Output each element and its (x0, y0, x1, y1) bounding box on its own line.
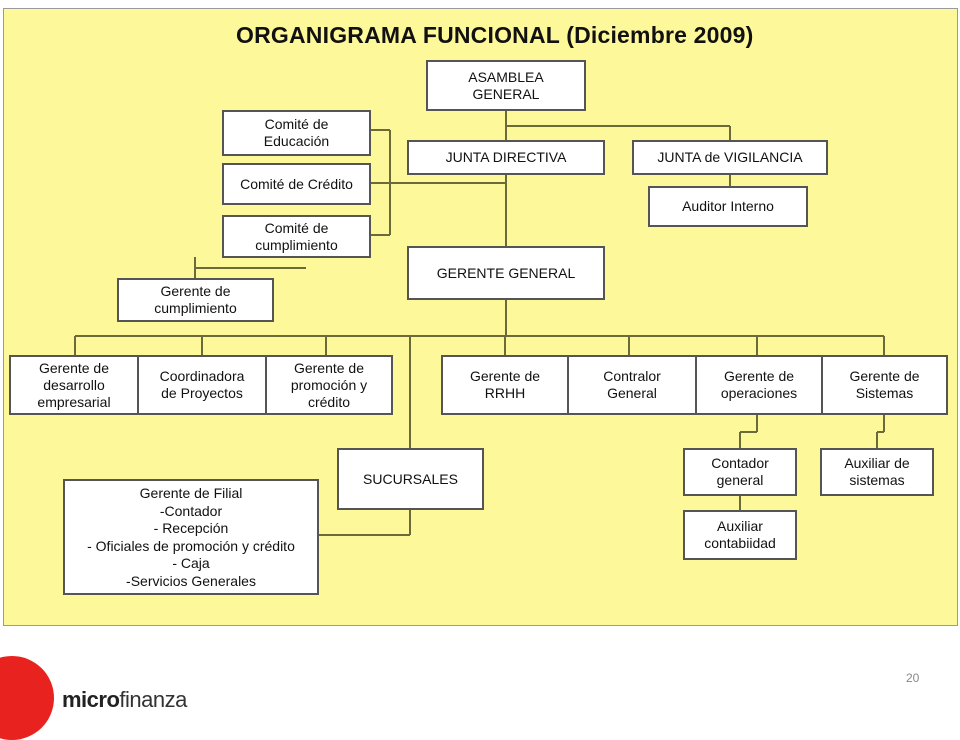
chart-title: ORGANIGRAMA FUNCIONAL (Diciembre 2009) (236, 22, 754, 48)
filial-line: Gerente de Filial (139, 485, 243, 501)
junta-vigilancia-box: JUNTA de VIGILANCIA (632, 140, 828, 175)
filial-line: -Contador (159, 502, 223, 519)
filial-line: - Caja (172, 555, 210, 571)
comite-credito-box: Comité de Crédito (222, 163, 371, 205)
coordinadora-proyectos-box: Coordinadora de Proyectos (137, 355, 267, 415)
sucursales-box: SUCURSALES (337, 448, 484, 510)
contralor-general-box: Contralor General (567, 355, 697, 415)
gerente-cumplimiento-box: Gerente de cumplimiento (117, 278, 274, 322)
connector-lines (74, 110, 885, 536)
filial-line: -Servicios Generales (126, 572, 256, 589)
gerente-operaciones-box: Gerente de operaciones (695, 355, 823, 415)
page-number: 20 (906, 671, 920, 685)
brand-logo: microfinanza (62, 687, 187, 713)
gerente-sistemas-box: Gerente de Sistemas (821, 355, 948, 415)
junta-directiva-box: JUNTA DIRECTIVA (407, 140, 605, 175)
gerente-desarrollo-box: Gerente de desarrollo empresarial (9, 355, 139, 415)
gerente-general-box: GERENTE GENERAL (407, 246, 605, 300)
asamblea-general-box: ASAMBLEA GENERAL (426, 60, 586, 111)
filial-line: - Recepción (153, 520, 229, 536)
gerente-rrhh-box: Gerente de RRHH (441, 355, 569, 415)
auxiliar-sistemas-box: Auxiliar de sistemas (820, 448, 934, 496)
logo-light-text: finanza (119, 687, 187, 712)
auditor-interno-box: Auditor Interno (648, 186, 808, 227)
comite-educacion-box: Comité de Educación (222, 110, 371, 156)
auxiliar-contabilidad-box: Auxiliar contabiidad (683, 510, 797, 560)
comite-cumplimiento-box: Comité de cumplimiento (222, 215, 371, 258)
contador-general-box: Contador general (683, 448, 797, 496)
gerente-promocion-box: Gerente de promoción y crédito (265, 355, 393, 415)
filial-line: - Oficiales de promoción y crédito (87, 537, 295, 554)
logo-bold-text: micro (62, 687, 120, 712)
gerente-filial-box: Gerente de Filial -Contador - Recepción … (63, 479, 319, 595)
